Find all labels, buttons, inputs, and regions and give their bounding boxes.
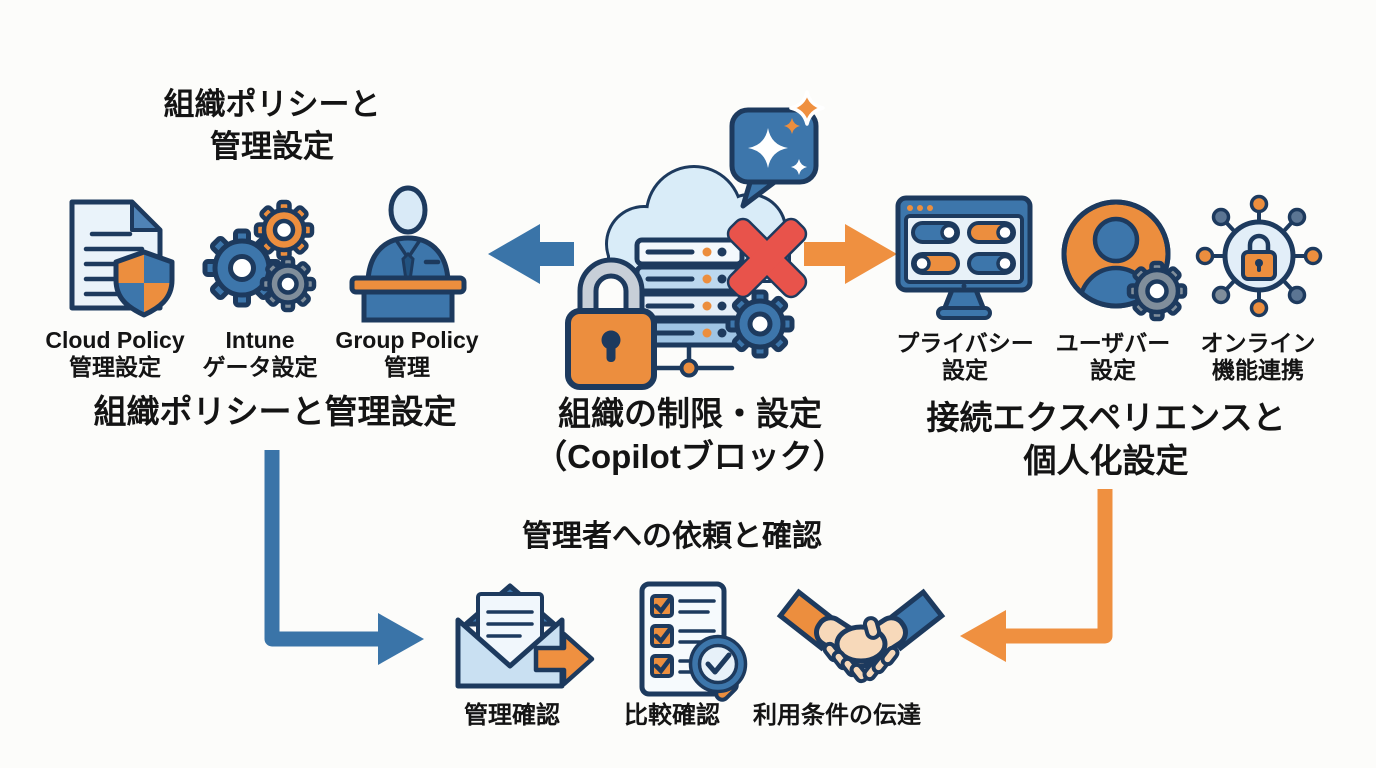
label-group-policy-line1: Group Policy bbox=[335, 327, 479, 353]
handshake-icon bbox=[776, 588, 946, 684]
label-online-line1: オンライン bbox=[1200, 330, 1316, 356]
label-userbar-line2: 設定 bbox=[1089, 357, 1136, 383]
label-cloud-policy-line2: 管理設定 bbox=[68, 354, 161, 380]
document-shield-icon bbox=[69, 199, 175, 318]
center-title-line1: 組織の制限・設定 bbox=[557, 395, 822, 432]
label-hikaku-kakunin: 比較確認 bbox=[624, 702, 720, 729]
label-userbar-line1: ユーザバー bbox=[1055, 330, 1171, 356]
label-online: オンライン 機能連携 bbox=[1201, 330, 1316, 384]
label-privacy-line2: 設定 bbox=[941, 357, 988, 383]
label-intune-line1: Intune bbox=[225, 327, 295, 353]
left-section-title: 組織ポリシーと管理設定 bbox=[93, 393, 457, 430]
label-intune: Intune ゲータ設定 bbox=[203, 327, 318, 381]
padlock-icon bbox=[565, 257, 657, 390]
label-riyou-jouken: 利用条件の伝達 bbox=[753, 702, 921, 729]
right-section-title: 接続エクスペリエンスと 個人化設定 bbox=[926, 396, 1285, 482]
mail-forward-icon bbox=[455, 583, 595, 689]
sparkle-chat-bubble-icon bbox=[729, 90, 825, 209]
user-gear-icon bbox=[1061, 199, 1188, 322]
top-left-title-line2: 管理設定 bbox=[210, 129, 334, 164]
label-cloud-policy-line1: Cloud Policy bbox=[45, 327, 185, 353]
center-title-line2: （Copilotブロック） bbox=[534, 438, 846, 475]
label-group-policy: Group Policy 管理 bbox=[335, 327, 478, 381]
gears-icon bbox=[202, 199, 317, 313]
label-online-line2: 機能連携 bbox=[1212, 357, 1304, 383]
top-left-title-line1: 組織ポリシーと bbox=[163, 87, 381, 122]
right-section-title-line1: 接続エクスペリエンスと bbox=[926, 399, 1286, 436]
podium-person-icon bbox=[349, 185, 467, 323]
right-section-title-line2: 個人化設定 bbox=[1023, 442, 1189, 479]
checklist-magnifier-icon bbox=[639, 581, 748, 702]
label-privacy-line1: プライバシー bbox=[896, 330, 1034, 356]
network-lock-icon bbox=[1195, 194, 1323, 318]
blocked-x-icon bbox=[726, 217, 808, 299]
top-left-title: 組織ポリシーと 管理設定 bbox=[164, 84, 381, 168]
bottom-section-title: 管理者への依頼と確認 bbox=[522, 520, 822, 553]
settings-gear-icon bbox=[725, 289, 795, 359]
label-intune-line2: ゲータ設定 bbox=[202, 354, 318, 380]
privacy-toggles-monitor-icon bbox=[895, 195, 1033, 320]
label-group-policy-line2: 管理 bbox=[383, 354, 430, 380]
arrow-right-to-bottom bbox=[960, 489, 1113, 662]
label-kanri-kakunin: 管理確認 bbox=[464, 702, 560, 729]
label-userbar: ユーザバー 設定 bbox=[1056, 330, 1171, 384]
label-cloud-policy: Cloud Policy 管理設定 bbox=[45, 327, 184, 381]
server-stack-icon bbox=[634, 237, 745, 378]
center-title: 組織の制限・設定 （Copilotブロック） bbox=[534, 392, 846, 478]
label-privacy: プライバシー 設定 bbox=[896, 330, 1034, 384]
blocked-cloud-server-icon bbox=[565, 90, 825, 390]
arrow-left-to-bottom bbox=[264, 450, 424, 665]
